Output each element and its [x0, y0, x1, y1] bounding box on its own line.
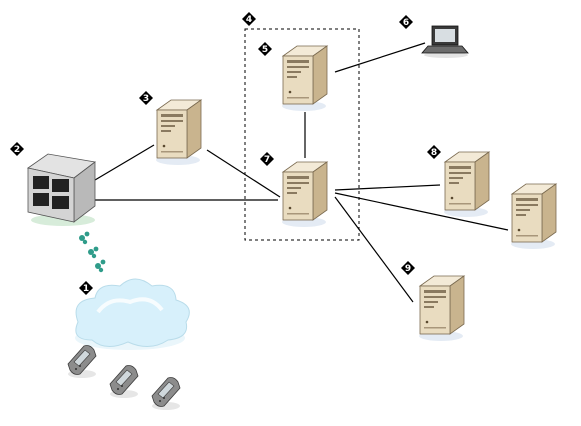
badge-2: 2 — [10, 142, 24, 156]
badge-9: 9 — [401, 261, 415, 275]
cloud-icon — [75, 278, 190, 350]
mobile-phone-icon — [67, 345, 97, 379]
svg-text:9: 9 — [405, 264, 411, 274]
link-server7-server8 — [334, 184, 441, 191]
svg-text:7: 7 — [264, 155, 270, 165]
link-server3-server7 — [206, 149, 281, 198]
laptop-icon — [421, 25, 469, 58]
svg-text:6: 6 — [403, 18, 409, 28]
link-gateway-server3 — [94, 144, 155, 181]
svg-text:4: 4 — [246, 15, 252, 25]
svg-text:2: 2 — [14, 145, 20, 155]
link-server7-server9 — [334, 196, 414, 303]
svg-text:8: 8 — [431, 148, 437, 158]
server-tower-icon — [510, 183, 557, 250]
server-tower-icon — [281, 45, 328, 112]
link-server7-server-right — [334, 192, 509, 231]
server-tower-icon — [443, 151, 490, 218]
badge-7: 7 — [260, 152, 274, 166]
server-tower-icon — [281, 161, 328, 228]
badge-3: 3 — [139, 91, 153, 105]
mobile-phone-icon — [109, 365, 139, 399]
badge-1: 1 — [79, 281, 93, 295]
server-tower-icon — [418, 275, 465, 342]
badge-8: 8 — [427, 145, 441, 159]
svg-text:5: 5 — [262, 45, 268, 55]
link-server5-laptop — [334, 42, 426, 73]
cluster-boundary — [244, 28, 360, 241]
connection-lines — [94, 42, 509, 303]
badge-4: 4 — [242, 12, 256, 26]
wireless-signal-icon — [79, 231, 106, 273]
gateway-cabinet-icon — [27, 153, 96, 226]
svg-text:1: 1 — [83, 284, 89, 294]
badge-6: 6 — [399, 15, 413, 29]
badge-5: 5 — [258, 42, 272, 56]
svg-text:3: 3 — [143, 94, 149, 104]
server-tower-icon — [155, 99, 202, 166]
mobile-phone-icon — [151, 377, 181, 411]
